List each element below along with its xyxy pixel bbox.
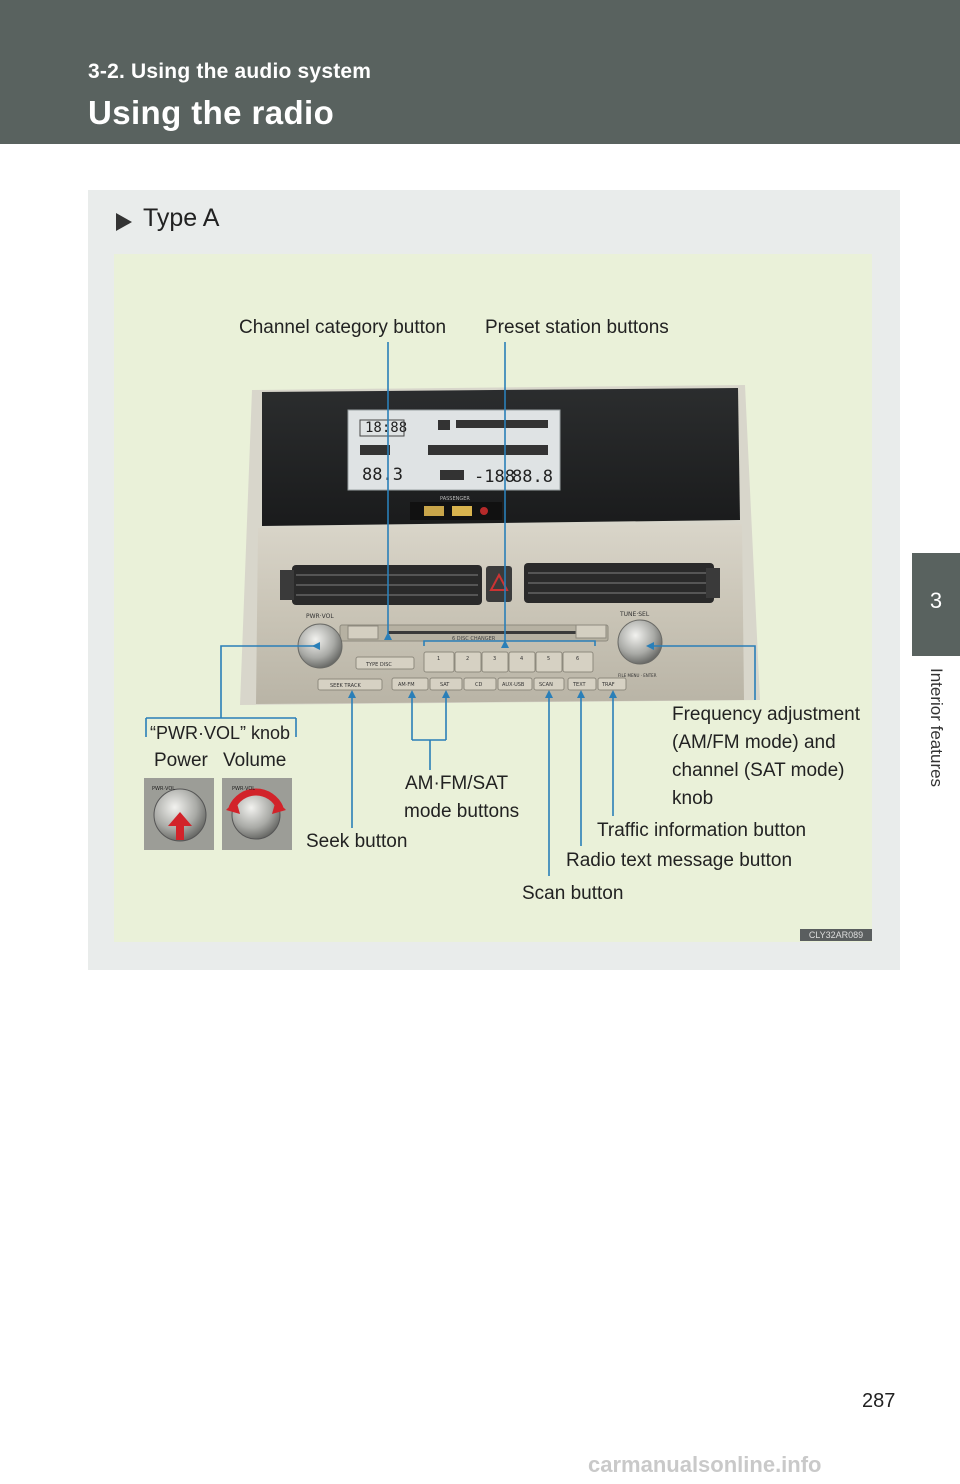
seek-track-label: SEEK TRACK <box>330 683 362 689</box>
chapter-tab[interactable] <box>912 553 960 656</box>
callout-radio-text: Radio text message button <box>566 850 793 871</box>
callout-freq-3: channel (SAT mode) <box>672 760 845 781</box>
preset-3: 3 <box>493 656 496 662</box>
callout-lines <box>145 342 756 876</box>
tune-sel-label: TUNE·SEL <box>619 611 650 618</box>
callout-freq-2: (AM/FM mode) and <box>672 732 836 753</box>
type-label: Type A <box>143 204 220 232</box>
type-disc-button <box>355 656 415 670</box>
callout-seek: Seek button <box>306 831 408 852</box>
pwr-vol-label: PWR·VOL <box>306 613 334 620</box>
callout-volume: Volume <box>223 750 287 771</box>
hazard-button <box>486 566 512 602</box>
mode-scan: SCAN <box>539 682 553 688</box>
changer-label: 6 DISC CHANGER <box>452 636 496 642</box>
callout-scan: Scan button <box>522 883 624 904</box>
callout-amfmsat-2: mode buttons <box>404 801 520 822</box>
lcd-temp-right: 88.8 <box>512 467 553 487</box>
file-menu-label: FILE MENU · ENTER <box>618 673 657 678</box>
tune-sel-knob <box>617 619 663 665</box>
mode-amfm: AM·FM <box>398 682 415 688</box>
figure-code: CLY32AR089 <box>800 929 872 941</box>
hazard-icon <box>489 572 509 591</box>
type-disc-label: TYPE DISC <box>365 662 392 668</box>
callout-arrowheads <box>312 632 654 698</box>
lcd-segments <box>360 420 548 480</box>
callout-freq-4: knob <box>672 788 714 809</box>
page-number: 287 <box>862 1390 896 1412</box>
preset-buttons <box>423 651 594 673</box>
callout-channel-category: Channel category button <box>239 317 447 338</box>
mode-cd: CD <box>475 682 482 688</box>
preset-4: 4 <box>520 656 523 662</box>
inset-pwr-label: PWR·VOL <box>152 786 175 792</box>
callout-traffic: Traffic information button <box>597 820 807 841</box>
preset-2: 2 <box>466 656 469 662</box>
mode-aux: AUX·USB <box>502 682 525 688</box>
watermark: carmanualsonline.info <box>588 1452 822 1477</box>
section-heading: 3-2. Using the audio system <box>88 60 372 83</box>
callout-freq-1: Frequency adjustment <box>672 704 860 725</box>
lcd-clock: 18:88 <box>365 420 407 436</box>
lcd-temp-left: 88.3 <box>362 465 403 485</box>
inset-vol-label: PWR·VOL <box>232 786 255 792</box>
mode-sat: SAT <box>440 682 450 688</box>
vent-slats <box>296 572 710 596</box>
triangle-bullet-icon <box>116 213 132 231</box>
passenger-label: PASSENGER <box>440 496 470 502</box>
preset-1: 1 <box>437 656 440 662</box>
callout-preset-station: Preset station buttons <box>485 317 669 338</box>
chapter-number: 3 <box>929 588 943 613</box>
push-arrow-icon <box>168 812 192 840</box>
header-band <box>0 0 960 144</box>
callout-amfmsat-1: AM·FM/SAT <box>405 773 509 794</box>
page-title: Using the radio <box>88 94 335 131</box>
lcd-outside: -188 <box>474 467 515 487</box>
mode-text: TEXT <box>572 682 587 688</box>
preset-6: 6 <box>576 656 579 662</box>
preset-5: 5 <box>547 656 550 662</box>
mode-traf: TRAF <box>601 682 615 688</box>
callout-pwr-vol-knob: “PWR·VOL” knob <box>150 723 291 743</box>
mode-button-row <box>391 677 627 691</box>
seek-track-button <box>317 678 383 691</box>
callout-power: Power <box>154 750 208 771</box>
